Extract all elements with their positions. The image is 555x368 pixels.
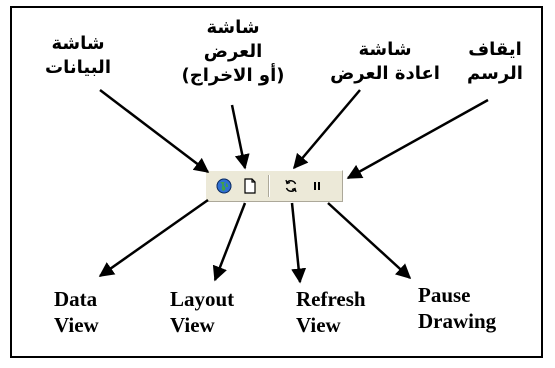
arrow-top-refresh-view	[293, 89, 361, 170]
arrow-bottom-data-view	[98, 198, 209, 278]
page-icon	[244, 178, 256, 194]
label-ar-pause-drawing: ايقاف الرسم	[455, 38, 535, 86]
label-en-refresh-view: Refresh View	[296, 286, 366, 338]
label-ar-data-view: شاشة البيانات	[40, 32, 116, 80]
data-view-button[interactable]	[213, 175, 235, 197]
refresh-view-button[interactable]	[280, 175, 302, 197]
label-en-pause-drawing-line1: Pause	[418, 283, 471, 307]
label-ar-refresh-view-line1: شاشة	[358, 39, 412, 60]
label-en-layout-view-line2: View	[170, 313, 215, 337]
pause-icon	[314, 182, 320, 190]
refresh-icon	[285, 179, 297, 193]
label-ar-layout-view-line2: العرض	[203, 41, 263, 62]
label-ar-data-view-line1: شاشة	[51, 33, 105, 54]
layout-view-button[interactable]	[239, 175, 261, 197]
arrow-bottom-layout-view	[212, 202, 247, 282]
label-en-refresh-view-line1: Refresh	[296, 287, 366, 311]
label-ar-pause-drawing-line2: الرسم	[467, 63, 523, 84]
label-en-layout-view-line1: Layout	[170, 287, 235, 311]
label-en-refresh-view-line2: View	[296, 313, 341, 337]
label-ar-pause-drawing-line1: ايقاف	[468, 39, 522, 60]
toolbar-separator	[268, 175, 270, 197]
label-en-data-view-line2: View	[54, 313, 99, 337]
label-en-layout-view: Layout View	[170, 286, 234, 338]
label-ar-data-view-line2: البيانات	[45, 57, 111, 78]
label-en-data-view-line1: Data	[54, 287, 98, 311]
label-ar-refresh-view: شاشة اعادة العرض	[320, 38, 450, 86]
label-ar-refresh-view-line2: اعادة العرض	[330, 63, 440, 84]
pause-drawing-button[interactable]	[306, 175, 328, 197]
arrow-top-pause-drawing	[346, 98, 489, 180]
globe-icon	[216, 178, 232, 194]
arrow-bottom-pause-drawing	[327, 202, 412, 280]
map-view-toolbar	[205, 170, 343, 202]
label-en-pause-drawing: Pause Drawing	[418, 282, 496, 334]
arrow-bottom-refresh-view	[290, 202, 307, 284]
arrow-top-layout-view	[230, 104, 250, 170]
label-en-data-view: Data View	[54, 286, 99, 338]
arrow-top-data-view	[99, 89, 210, 173]
label-ar-layout-view-line1: شاشة	[206, 17, 260, 38]
label-ar-layout-view: شاشة العرض (أو الاخراج)	[168, 16, 298, 88]
label-en-pause-drawing-line2: Drawing	[418, 309, 497, 333]
label-ar-layout-view-line3: (أو الاخراج)	[181, 65, 285, 86]
diagram-frame	[10, 6, 543, 358]
